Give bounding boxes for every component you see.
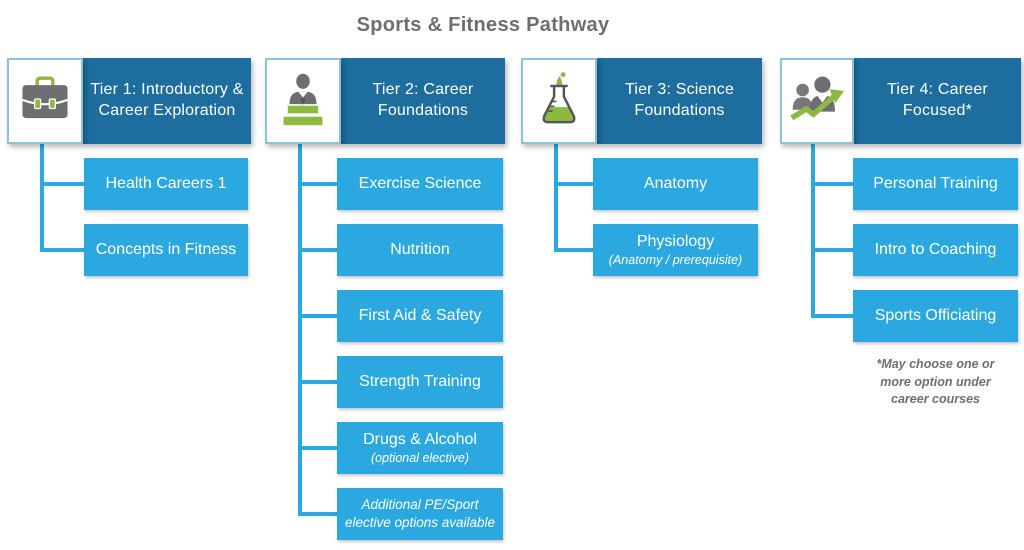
tier-4-title: Tier 4: Career Focused*: [887, 81, 988, 119]
course-sublabel: (Anatomy / prerequisite): [608, 252, 743, 267]
tier-3-connector-stub: [554, 182, 593, 186]
course-sublabel: (optional elective): [371, 450, 469, 465]
course-label: Health Careers 1: [105, 175, 227, 193]
course-label: Intro to Coaching: [874, 241, 997, 259]
course-concepts-in-fitness: Concepts in Fitness: [84, 224, 248, 276]
tier-2-connector-stub: [298, 248, 337, 252]
course-label: Exercise Science: [358, 175, 482, 193]
tier-4-connector-line: [811, 144, 815, 318]
course-label: Anatomy: [643, 175, 708, 193]
course-label: Strength Training: [359, 373, 481, 391]
lecturer-podium-icon: [276, 69, 330, 134]
course-label: Concepts in Fitness: [95, 241, 237, 259]
people-growth-icon: [788, 72, 846, 131]
tier-2-connector-stub: [298, 380, 337, 384]
tier-1-connector-stub: [40, 248, 84, 252]
science-flask-icon: [533, 68, 585, 135]
tier-2-title: Tier 2: Career Foundations: [372, 81, 474, 119]
course-first-aid-safety: First Aid & Safety: [337, 290, 503, 342]
tier-4-header: Tier 4: Career Focused*: [854, 58, 1021, 144]
briefcase-icon: [17, 73, 73, 130]
footnote-line: career courses: [891, 392, 980, 406]
course-health-careers-1: Health Careers 1: [84, 158, 248, 210]
footnote-line: more option under: [880, 374, 991, 389]
course-sports-officiating: Sports Officiating: [853, 290, 1018, 342]
course-drugs-alcohol: Drugs & Alcohol (optional elective): [337, 422, 503, 474]
tier-3-title: Tier 3: Science Foundations: [624, 81, 735, 119]
course-nutrition: Nutrition: [337, 224, 503, 276]
tier-3-connector-stub: [554, 248, 593, 252]
tier-1-title: Tier 1: Introductory & Career Exploratio…: [90, 81, 244, 119]
tier-4-connector-stub: [811, 314, 853, 318]
course-additional-pe-sport-electives: Additional PE/Sport elective options ava…: [337, 488, 503, 540]
tier-1-connector-stub: [40, 182, 84, 186]
tier-2-connector-stub: [298, 314, 337, 318]
tier-2-connector-stub: [298, 446, 337, 450]
tier-3-header: Tier 3: Science Foundations: [597, 58, 762, 144]
tier-4-icon-box: [780, 58, 854, 144]
course-label: Nutrition: [390, 241, 450, 259]
course-label: Additional PE/Sport elective options ava…: [344, 497, 496, 530]
course-label: First Aid & Safety: [358, 307, 482, 325]
tier-2-icon-box: [265, 58, 341, 144]
tier-3-connector-line: [554, 144, 558, 252]
tier-2-connector-stub: [298, 182, 337, 186]
course-physiology: Physiology (Anatomy / prerequisite): [593, 224, 758, 276]
course-exercise-science: Exercise Science: [337, 158, 503, 210]
course-label: Personal Training: [873, 175, 998, 193]
course-strength-training: Strength Training: [337, 356, 503, 408]
course-label: Sports Officiating: [874, 307, 997, 325]
footnote-line: *May choose one or: [876, 357, 995, 371]
course-anatomy: Anatomy: [593, 158, 758, 210]
tier-1-icon-box: [7, 58, 83, 144]
tier-4-footnote: *May choose one or more option under car…: [848, 356, 1023, 409]
tier-4-connector-stub: [811, 248, 853, 252]
course-label: Drugs & Alcohol: [363, 431, 477, 449]
tier-2-connector-line: [298, 144, 302, 516]
tier-1-connector-line: [40, 144, 44, 252]
tier-2-connector-stub: [298, 512, 337, 516]
course-personal-training: Personal Training: [853, 158, 1018, 210]
tier-1-header: Tier 1: Introductory & Career Exploratio…: [83, 58, 251, 144]
course-label: Physiology: [636, 233, 715, 251]
tier-2-header: Tier 2: Career Foundations: [341, 58, 505, 144]
course-intro-to-coaching: Intro to Coaching: [853, 224, 1018, 276]
page-title: Sports & Fitness Pathway: [356, 14, 610, 36]
tier-4-connector-stub: [811, 182, 853, 186]
tier-3-icon-box: [521, 58, 597, 144]
